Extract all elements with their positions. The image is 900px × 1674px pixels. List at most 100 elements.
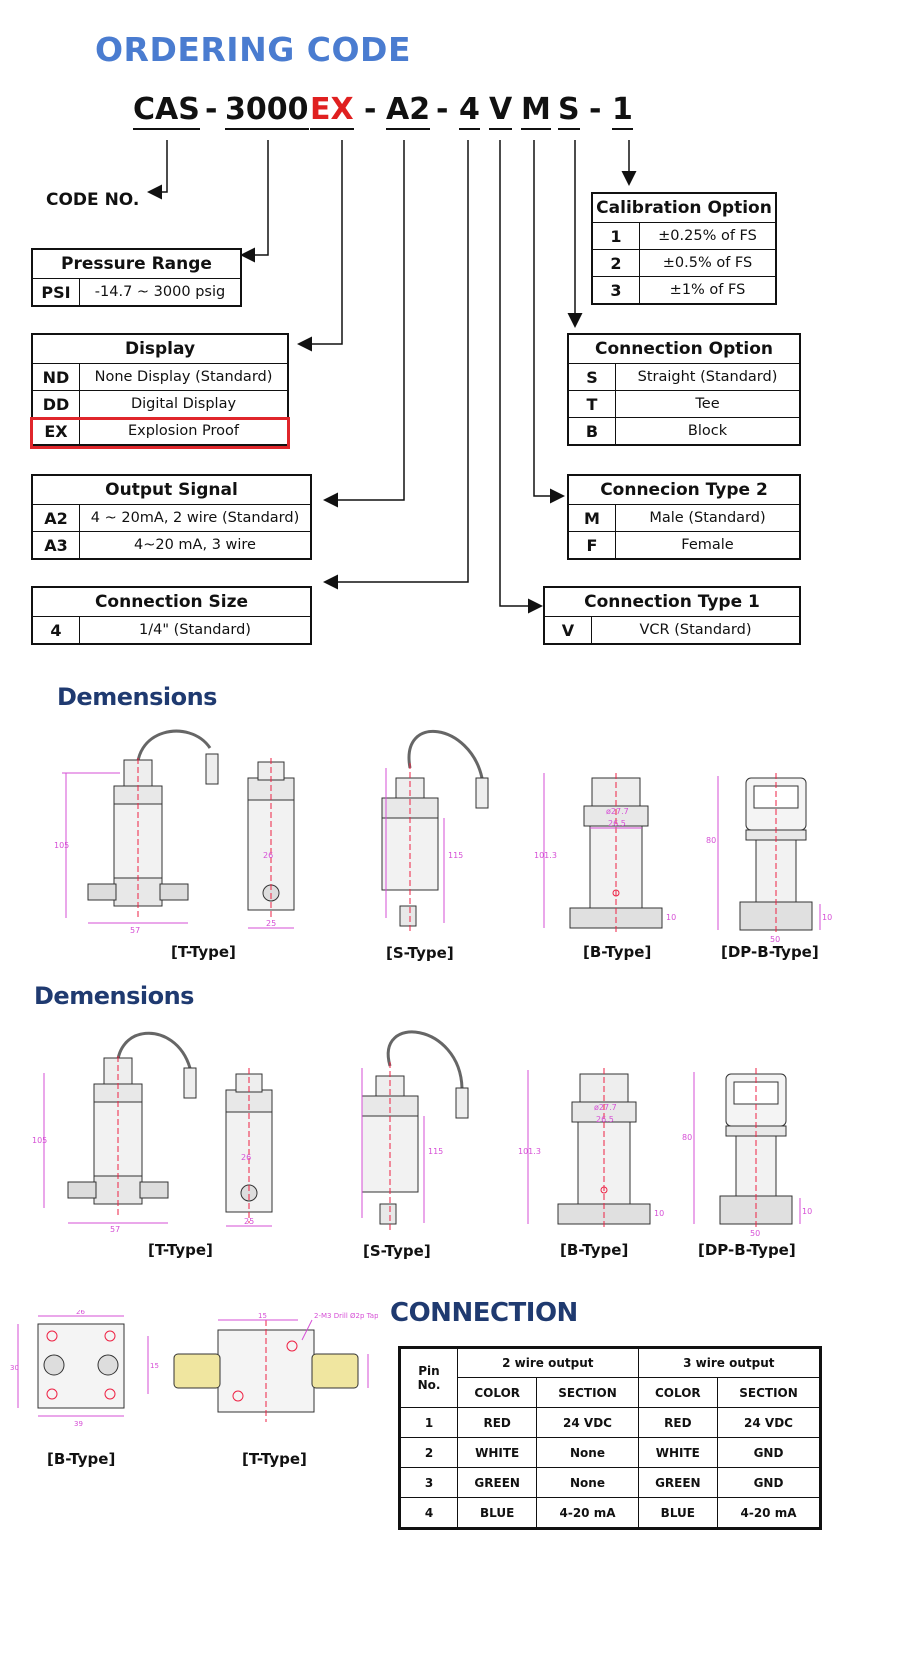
connection-type2-table: Connecion Type 2 M Male (Standard) F Fem…	[567, 474, 801, 560]
caption-b-type-3: [B-Type]	[47, 1450, 116, 1468]
connection-type1-table: Connection Type 1 V VCR (Standard)	[543, 586, 801, 645]
cell: 24 VDC	[536, 1407, 639, 1438]
column-header: COLOR	[456, 1377, 538, 1408]
connection-size-table: Connection Size 4 1/4" (Standard)	[31, 586, 312, 645]
option-value: Explosion Proof	[79, 417, 289, 446]
code-no-label: CODE NO.	[46, 190, 140, 210]
option-code: A2	[31, 504, 80, 532]
b-block-drawing	[17, 1315, 149, 1417]
cell: 4-20 mA	[536, 1497, 639, 1529]
dim-label: 105	[32, 1136, 47, 1145]
cell: GREEN	[456, 1467, 538, 1498]
option-code: DD	[31, 390, 80, 418]
dim-label: 25	[244, 1217, 254, 1226]
code-seg-type2: M	[521, 92, 551, 130]
code-dash: -	[436, 92, 449, 127]
caption-t-type: [T-Type]	[171, 943, 236, 961]
dp-b-type-drawing	[717, 773, 821, 933]
s-type-drawing	[381, 730, 489, 933]
caption-s-type-2: [S-Type]	[363, 1242, 431, 1260]
dim-label: 30	[10, 1364, 19, 1372]
option-code: T	[567, 390, 616, 418]
dim-label: 80	[682, 1133, 692, 1142]
option-code: F	[567, 531, 616, 560]
dim-label: 101.3	[518, 1147, 541, 1156]
option-value: 4 ~ 20mA, 2 wire (Standard)	[79, 504, 312, 532]
option-code: 2	[591, 249, 640, 277]
dim-label: 50	[750, 1229, 760, 1238]
dim-label: 39	[74, 1420, 83, 1428]
code-seg-calibration: 1	[612, 92, 633, 130]
table-header: Connection Type 1	[543, 586, 801, 617]
dim-label: ø27.7	[606, 807, 629, 816]
dimensions-title-2: Demensions	[34, 982, 194, 1010]
dimensions-title: Demensions	[57, 683, 217, 711]
option-value: 4~20 mA, 3 wire	[79, 531, 312, 560]
option-value: ±0.5% of FS	[639, 249, 777, 277]
t-type-drawing	[62, 729, 295, 929]
cell: 3	[399, 1467, 458, 1498]
output-signal-table: Output Signal A2 4 ~ 20mA, 2 wire (Stand…	[31, 474, 312, 560]
option-code: B	[567, 417, 616, 446]
dim-label: 10	[654, 1209, 664, 1218]
table-header: Pressure Range	[31, 248, 242, 279]
caption-b-type: [B-Type]	[583, 943, 652, 961]
cell: BLUE	[637, 1497, 719, 1529]
dim-label: 57	[110, 1225, 120, 1234]
code-seg-size: 4	[459, 92, 480, 130]
cell: WHITE	[456, 1437, 538, 1468]
table-row: 1 RED 24 VDC RED 24 VDC	[399, 1407, 821, 1438]
cell: 2	[399, 1437, 458, 1468]
dim-label: 15	[150, 1362, 159, 1370]
dim-label: 50	[770, 935, 780, 944]
s-type-drawing	[361, 1030, 469, 1232]
dim-label: 101.3	[534, 851, 557, 860]
cell: 4	[399, 1497, 458, 1529]
table-row: 4 BLUE 4-20 mA BLUE 4-20 mA	[399, 1497, 821, 1529]
table-header: Output Signal	[31, 474, 312, 505]
cell: WHITE	[637, 1437, 719, 1468]
column-header: SECTION	[717, 1377, 821, 1408]
cell: None	[536, 1437, 639, 1468]
code-seg-display: EX	[310, 92, 354, 130]
option-value: VCR (Standard)	[591, 616, 801, 645]
table-header: Connecion Type 2	[567, 474, 801, 505]
t-type-drawing	[43, 1031, 273, 1227]
caption-b-type-2: [B-Type]	[560, 1241, 629, 1259]
option-value: Female	[615, 531, 801, 560]
caption-dp-b-type-2: [DP-B-Type]	[698, 1241, 796, 1259]
b-type-drawing	[543, 773, 663, 933]
option-value: ±0.25% of FS	[639, 222, 777, 250]
option-code: S	[567, 363, 616, 391]
block-drawings: 26 30 39 15 15 2-M3 Drill Ø2p Tap Ø0p	[10, 1310, 378, 1428]
dim-label: 115	[428, 1147, 443, 1156]
dim-label: 10	[802, 1207, 812, 1216]
cell: GREEN	[637, 1467, 719, 1498]
caption-dp-b-type: [DP-B-Type]	[721, 943, 819, 961]
option-code: 1	[591, 222, 640, 250]
dim-label: 80	[706, 836, 716, 845]
cell: None	[536, 1467, 639, 1498]
option-code: EX	[31, 417, 80, 446]
page-title: ORDERING CODE	[95, 30, 411, 69]
code-dash: -	[205, 92, 218, 127]
code-dash: -	[589, 92, 602, 127]
table-header: Connection Option	[567, 333, 801, 364]
connection-table: Pin No. 2 wire output 3 wire output COLO…	[398, 1346, 822, 1530]
table-header: Calibration Option	[591, 192, 777, 223]
calibration-option-table: Calibration Option 1 ±0.25% of FS 2 ±0.5…	[591, 192, 777, 305]
dim-label: 26.5	[608, 819, 626, 828]
option-value: Straight (Standard)	[615, 363, 801, 391]
code-seg-range: 3000	[225, 92, 309, 130]
caption-t-type-3: [T-Type]	[242, 1450, 307, 1468]
option-code: A3	[31, 531, 80, 560]
caption-t-type-2: [T-Type]	[148, 1241, 213, 1259]
column-header: COLOR	[637, 1377, 719, 1408]
cell: GND	[717, 1437, 821, 1468]
code-dash: -	[364, 92, 377, 127]
option-code: ND	[31, 363, 80, 391]
option-value: Digital Display	[79, 390, 289, 418]
connection-title: CONNECTION	[390, 1298, 578, 1328]
cell: 24 VDC	[717, 1407, 821, 1438]
dim-label: 2-M3 Drill Ø2p Tap Ø0p	[314, 1312, 378, 1320]
